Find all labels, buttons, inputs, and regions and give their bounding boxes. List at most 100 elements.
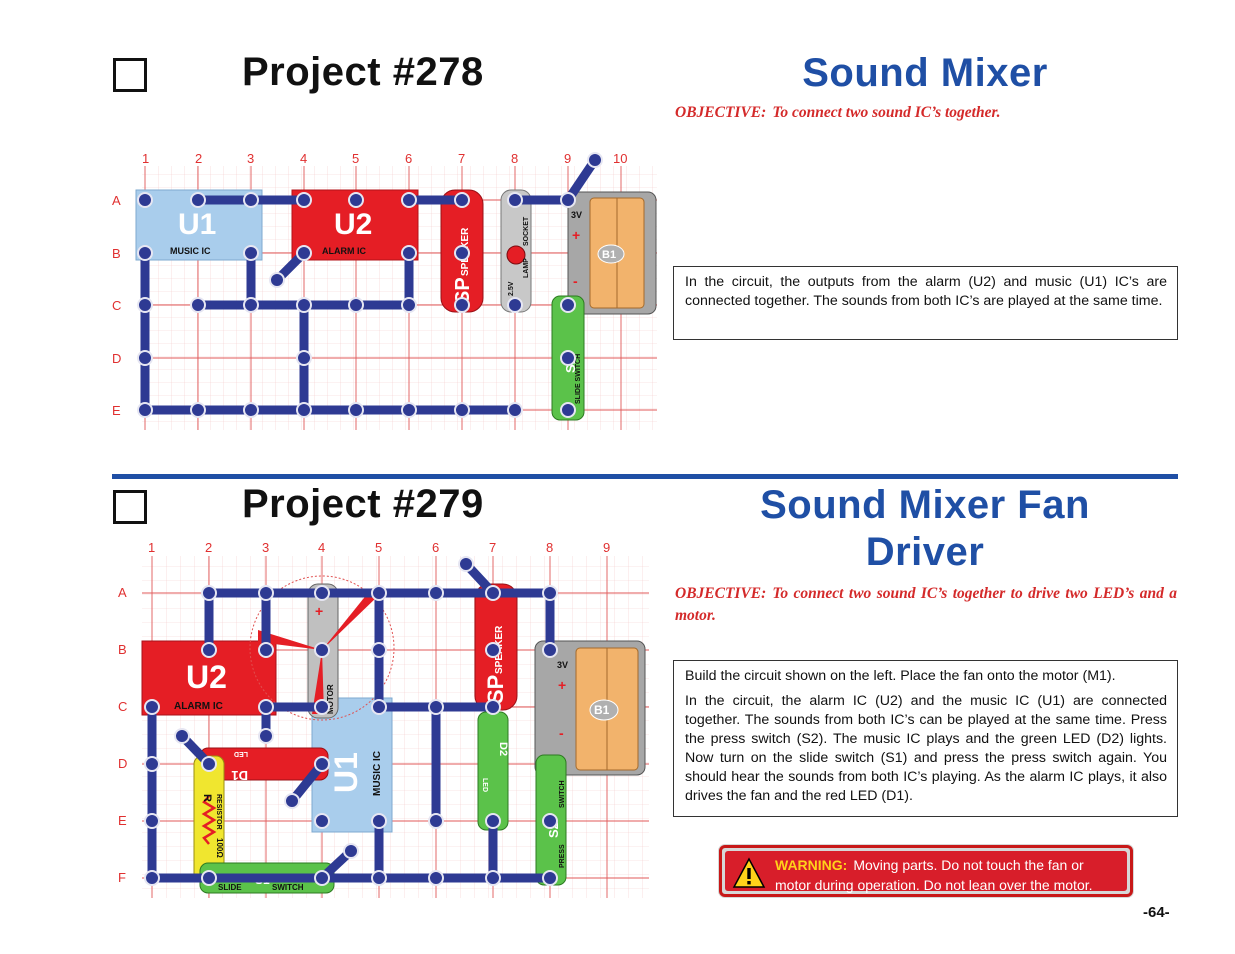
project-278-title: Project #278 — [242, 50, 484, 94]
row-label: B — [112, 246, 121, 261]
b1-plus: + — [572, 227, 580, 243]
project-279-name: Sound Mixer Fan Driver — [700, 482, 1150, 576]
b1-label: B1 — [602, 249, 616, 261]
row-label: F — [118, 870, 126, 885]
project-279-title: Project #279 — [242, 482, 484, 526]
s1-name: SLIDE SWITCH — [575, 354, 582, 404]
project-278-description-box: In the circuit, the outputs from the ala… — [673, 266, 1178, 340]
r-name: RESISTOR — [215, 794, 222, 830]
exclamation-triangle-icon — [732, 857, 766, 888]
row-label: C — [112, 298, 121, 313]
section-divider — [112, 474, 1178, 479]
row-label: E — [118, 813, 127, 828]
s2-name-a: PRESS — [559, 844, 566, 868]
warning-inner: WARNING:Moving parts. Do not touch the f… — [725, 851, 1127, 893]
col-label: 7 — [458, 151, 465, 166]
u2-label: U2 — [186, 659, 227, 695]
fan-blades — [258, 588, 378, 714]
col-label: 3 — [262, 540, 269, 555]
col-label: 5 — [375, 540, 382, 555]
project-278-objective: OBJECTIVE: To connect two sound IC’s toge… — [675, 102, 1175, 124]
led-d2 — [477, 711, 509, 831]
col-label: 1 — [148, 540, 155, 555]
snap-nodes-278 — [137, 152, 603, 418]
circuit-diagram-279: 1 2 3 4 5 6 7 8 9 A B C D E F U2 ALARM I… — [118, 540, 649, 898]
objective-text: To connect two sound IC’s together to dr… — [675, 585, 1177, 624]
d1-label: D1 — [231, 768, 248, 783]
r-value: 100Ω — [215, 838, 224, 858]
m1-name: MOTOR — [326, 684, 335, 714]
u1-label: U1 — [328, 752, 364, 793]
warning-label: WARNING: — [775, 857, 848, 873]
row-label: D — [118, 756, 127, 771]
fan-circle — [249, 575, 395, 721]
warning-text: WARNING:Moving parts. Do not touch the f… — [775, 855, 1121, 895]
project-278-checkbox[interactable] — [113, 58, 147, 92]
col-label: 8 — [511, 151, 518, 166]
s1-name-a: SLIDE — [218, 883, 242, 892]
col-label: 3 — [247, 151, 254, 166]
col-label: 2 — [195, 151, 202, 166]
d2-label: D2 — [497, 742, 509, 756]
u1-label: U1 — [178, 208, 216, 241]
project-279-name-line2: Driver — [865, 530, 985, 574]
col-label: 9 — [564, 151, 571, 166]
row-label: E — [112, 403, 121, 418]
col-label: 6 — [405, 151, 412, 166]
objective-text: To connect two sound IC’s together. — [772, 104, 1001, 121]
u1-name: MUSIC IC — [372, 751, 383, 796]
sp-label: SP — [483, 675, 508, 704]
d1-name: LED — [234, 750, 248, 757]
lamp-socket-label: SOCKET — [523, 216, 530, 246]
svg-text:+: + — [315, 603, 323, 619]
col-label: 2 — [205, 540, 212, 555]
svg-text:+: + — [558, 677, 566, 693]
sp-label: SP — [452, 277, 474, 304]
b1-label: B1 — [594, 703, 610, 717]
col-label: 6 — [432, 540, 439, 555]
s1-name-b: SWITCH — [272, 883, 304, 892]
snap-wires-278 — [140, 155, 600, 415]
svg-text:-: - — [559, 725, 564, 741]
objective-label: OBJECTIVE: — [675, 585, 767, 602]
u2-label: U2 — [334, 208, 372, 241]
project-279-description-box: Build the circuit shown on the left. Pla… — [673, 660, 1178, 817]
col-label: 10 — [613, 151, 627, 166]
lamp-name: LAMP — [523, 258, 530, 278]
row-label: C — [118, 699, 127, 714]
project-278-name: Sound Mixer — [802, 51, 1048, 95]
col-label: 9 — [603, 540, 610, 555]
row-label: D — [112, 351, 121, 366]
u2-name: ALARM IC — [174, 701, 223, 712]
row-label: A — [118, 585, 127, 600]
b1-volt: 3V — [557, 660, 568, 670]
row-label: A — [112, 193, 121, 208]
snap-nodes-279 — [144, 556, 558, 886]
project-279-paragraph-1: Build the circuit shown on the left. Pla… — [685, 668, 1116, 684]
lamp-volt: 2.5V — [508, 281, 515, 296]
col-label: 8 — [546, 540, 553, 555]
u2-name: ALARM IC — [322, 246, 366, 256]
row-label: B — [118, 642, 127, 657]
b1-volt: 3V — [571, 210, 582, 220]
project-278-description: In the circuit, the outputs from the ala… — [685, 274, 1167, 309]
r-label: R — [201, 794, 213, 802]
project-279-objective: OBJECTIVE:To connect two sound IC’s toge… — [675, 583, 1177, 627]
col-label: 1 — [142, 151, 149, 166]
warning-message: Moving parts. Do not touch the fan or mo… — [775, 857, 1093, 893]
project-279-name-line1: Sound Mixer Fan — [760, 483, 1090, 527]
project-279-checkbox[interactable] — [113, 490, 147, 524]
s2-name-b: SWITCH — [559, 780, 566, 808]
col-label: 5 — [352, 151, 359, 166]
b1-minus: - — [573, 273, 578, 289]
col-label: 4 — [300, 151, 307, 166]
warning-box: WARNING:Moving parts. Do not touch the f… — [719, 845, 1133, 897]
objective-label: OBJECTIVE: — [675, 104, 767, 121]
project-279-paragraph-2: In the circuit, the alarm IC (U2) and th… — [685, 693, 1167, 804]
circuit-diagram-278: 1 2 3 4 5 6 7 8 9 10 A B C D E U1 MUSIC … — [112, 148, 657, 430]
col-label: 4 — [318, 540, 325, 555]
u1-name: MUSIC IC — [170, 246, 211, 256]
page-number: -64- — [1143, 904, 1170, 921]
col-label: 7 — [489, 540, 496, 555]
d2-name: LED — [481, 778, 488, 792]
